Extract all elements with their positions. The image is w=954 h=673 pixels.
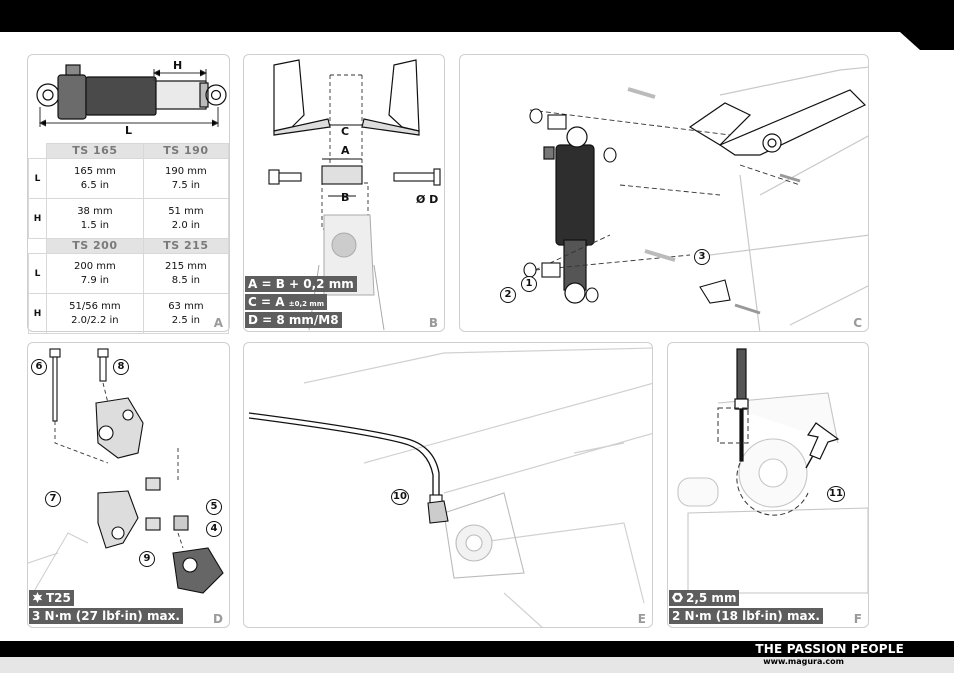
dim-b-label: B [341, 191, 350, 204]
torque-label: 3 N·m (27 lbf·in) max. [29, 608, 183, 624]
dim-l-label: L [125, 124, 133, 137]
callout-11: 11 [827, 486, 845, 502]
torque-label: 2 N·m (18 lbf·in) max. [669, 608, 823, 624]
table-header: TS 200 [46, 238, 144, 254]
tool-label: T25 [29, 590, 74, 606]
tool-label: 2,5 mm [669, 590, 740, 606]
dim-c-label: C [341, 125, 350, 138]
dim-d-label: Ø D [416, 193, 439, 206]
panel-letter: B [428, 316, 438, 330]
panel-letter: D [213, 612, 223, 626]
shock-install-exploded-view [523, 66, 868, 331]
dim-a-label: A [341, 144, 350, 157]
callout-8: 8 [113, 359, 129, 375]
footer-band: THE PASSION PEOPLE www.magura.com [0, 641, 954, 673]
table-header: TS 190 [142, 143, 230, 159]
callout-4: 4 [206, 521, 222, 537]
mount-dimension-diagram [268, 59, 441, 331]
panel-d: 6 8 7 5 4 9 D [27, 342, 230, 628]
panel-c: 1 2 3 C [459, 54, 869, 332]
hose-routing-view [248, 347, 652, 627]
hex-key-icon [672, 592, 683, 603]
table-header: TS 215 [142, 238, 230, 254]
table-header: TS 165 [46, 143, 144, 159]
row-label: H [28, 293, 47, 334]
formula-d: D = 8 mm/M8 [245, 312, 342, 328]
callout-3: 3 [694, 249, 710, 265]
callout-1: 1 [521, 276, 537, 292]
callout-7: 7 [45, 491, 61, 507]
callout-5: 5 [206, 499, 222, 515]
panel-e: 10 E [243, 342, 653, 628]
panel-f: 11 F [667, 342, 869, 628]
hose-adjust-view [677, 348, 868, 594]
formula-c: C = A ±0,2 mm [245, 294, 327, 310]
website-url: www.magura.com [763, 657, 844, 666]
top-header-band [0, 0, 954, 50]
panel-letter: E [637, 612, 646, 626]
brand-tagline: THE PASSION PEOPLE [755, 642, 904, 656]
callout-6: 6 [31, 359, 47, 375]
dim-h-label: H [173, 59, 183, 72]
callout-10: 10 [391, 489, 409, 505]
shock-dimension-diagram [36, 64, 227, 127]
clamp-exploded-view [28, 348, 224, 594]
direction-arrow-icon [807, 422, 840, 460]
row-label: L [28, 253, 47, 294]
formula-a: A = B + 0,2 mm [245, 276, 357, 292]
torx-icon [32, 592, 43, 603]
callout-2: 2 [500, 287, 516, 303]
row-label: H [28, 198, 47, 239]
panel-letter: C [853, 316, 862, 330]
callout-9: 9 [139, 551, 155, 567]
row-label: L [28, 158, 47, 199]
panel-letter: F [853, 612, 862, 626]
